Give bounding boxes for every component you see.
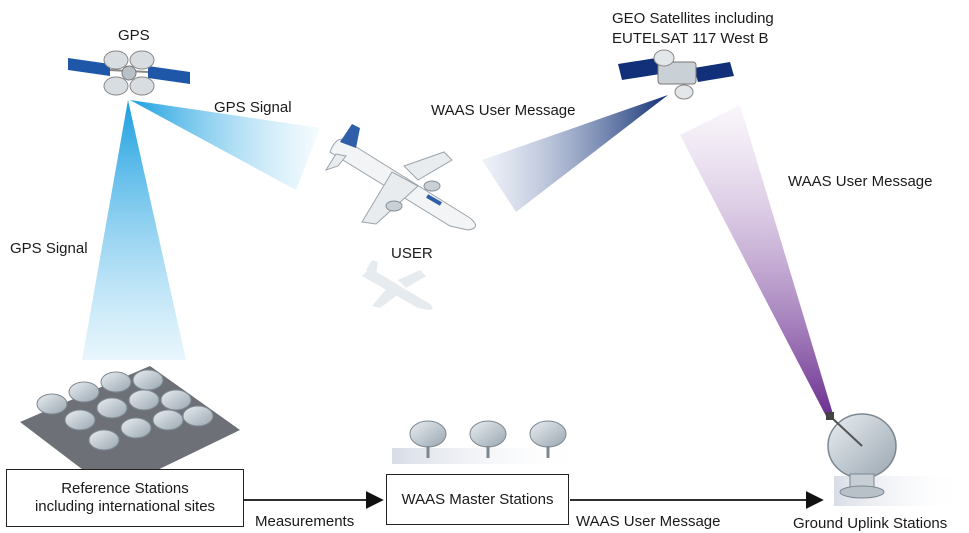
- ground-uplink-stations-label: Ground Uplink Stations: [793, 515, 948, 532]
- waas-message-label-right: WAAS User Message: [788, 173, 933, 190]
- user-label: USER: [391, 245, 433, 262]
- geo-satellite-icon: [618, 49, 734, 100]
- waas-beam-uplink: [680, 105, 833, 416]
- gps-signal-beam-user: [130, 100, 320, 190]
- waas-master-stations-label: WAAS Master Stations: [401, 490, 554, 508]
- gps-label: GPS: [118, 27, 150, 44]
- waas-message-label-top: WAAS User Message: [431, 102, 576, 119]
- waas-master-stations-box: WAAS Master Stations: [386, 474, 569, 525]
- gps-signal-label-left: GPS Signal: [10, 240, 88, 257]
- reference-stations-icon: [20, 366, 240, 492]
- geo-satellites-label-line1: GEO Satellites including: [612, 10, 774, 27]
- gps-signal-label-top: GPS Signal: [214, 99, 292, 116]
- geo-satellites-label-line2: EUTELSAT 117 West B: [612, 30, 769, 47]
- airplane-icon: [324, 124, 476, 231]
- gps-satellite-icon: [68, 50, 190, 96]
- gps-signal-beam-down: [82, 100, 186, 360]
- waas-beam-user: [482, 95, 668, 212]
- reference-stations-box: Reference Stations including internation…: [6, 469, 244, 527]
- reference-stations-line1: Reference Stations: [61, 480, 189, 497]
- master-stations-icon: [392, 420, 588, 464]
- waas-message-label-bottom: WAAS User Message: [576, 513, 721, 530]
- ground-uplink-dish-icon: [826, 412, 964, 506]
- reference-stations-line2: including international sites: [34, 498, 216, 515]
- measurements-label: Measurements: [255, 513, 355, 530]
- airplane-shadow-icon: [362, 260, 433, 310]
